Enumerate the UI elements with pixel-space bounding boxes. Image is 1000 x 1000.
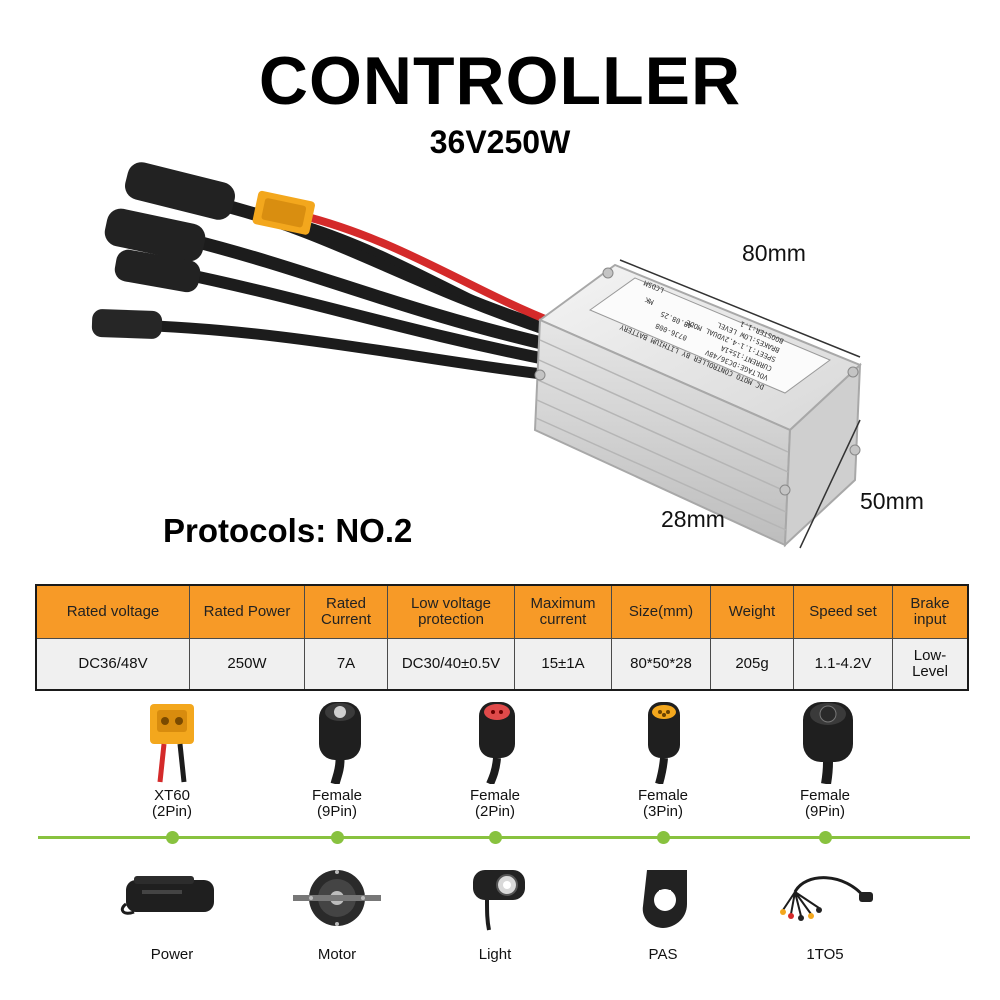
spec-header-cell: Size(mm) <box>611 584 711 639</box>
page-title: CONTROLLER <box>258 43 742 119</box>
connector-pins: (9Pin) <box>804 803 845 820</box>
spec-header-text: Low voltage protection <box>410 595 492 628</box>
spec-value-cell: 205g <box>710 638 794 691</box>
spec-value-cell: 1.1-4.2V <box>793 638 893 691</box>
connector-label-1to5: Female (9Pin) <box>755 788 895 820</box>
label-line-9: MK <box>643 295 655 306</box>
connector-name: Female <box>311 787 363 804</box>
female-9pin-large-connector-icon <box>803 702 853 784</box>
spec-header-cell: Low voltage protection <box>387 584 515 639</box>
connector-pins: (3Pin) <box>642 803 683 820</box>
connector-name: Female <box>637 787 689 804</box>
xt60-connector-icon <box>150 704 194 783</box>
connector-label-xt60: XT60 (2Pin) <box>102 788 242 820</box>
connector-pins: (9Pin) <box>316 803 357 820</box>
device-label-pas: PAS <box>648 946 678 963</box>
device-label-motor: Motor <box>317 946 357 963</box>
spec-header-cell: Maximum current <box>514 584 612 639</box>
timeline-dot <box>166 831 179 844</box>
device-label-power: Power <box>150 946 194 963</box>
spec-header-cell: Rated voltage <box>35 584 190 639</box>
dimension-height: 50mm <box>860 488 924 514</box>
spec-value-row: DC36/48V 250W 7A DC30/40±0.5V 15±1A 80*5… <box>35 638 969 691</box>
1to5-cable-icon <box>780 876 873 921</box>
device-label-1to5: 1TO5 <box>806 946 844 963</box>
battery-icon <box>120 876 214 915</box>
pas-sensor-icon <box>642 870 687 928</box>
spec-header-cell: Weight <box>710 584 794 639</box>
connector-name: Female <box>469 787 521 804</box>
controller-box: DC MOTO CONTROLLER BY LITHIUM BATTERY VO… <box>533 263 862 548</box>
spec-value-cell: 15±1A <box>514 638 612 691</box>
hub-motor-icon <box>293 870 381 926</box>
spec-value-cell: 7A <box>304 638 388 691</box>
female-2pin-connector-icon <box>479 702 515 784</box>
cable-end-connectors <box>91 162 315 339</box>
spec-table: Rated voltage Rated Power Rated Current … <box>35 584 969 691</box>
connector-name: Female <box>799 787 851 804</box>
female-3pin-connector-icon <box>648 702 680 784</box>
connector-name: XT60 <box>154 787 190 804</box>
headlight-icon <box>473 870 525 931</box>
dimension-length: 80mm <box>742 240 806 266</box>
device-label-light: Light <box>478 946 512 963</box>
spec-header-cell: Rated Current <box>304 584 388 639</box>
spec-header-text: Rated Current <box>320 595 372 628</box>
spec-value-cell: DC30/40±0.5V <box>387 638 515 691</box>
female-9pin-connector-icon <box>319 702 361 784</box>
protocols-label: Protocols: NO.2 <box>163 512 413 549</box>
spec-value-cell: 250W <box>189 638 305 691</box>
connector-pins: (2Pin) <box>474 803 515 820</box>
spec-value-cell: 80*50*28 <box>611 638 711 691</box>
spec-header-cell: Brake input <box>892 584 969 639</box>
timeline-dot <box>819 831 832 844</box>
connector-label-motor: Female (9Pin) <box>267 788 407 820</box>
connector-label-pas: Female (3Pin) <box>593 788 733 820</box>
timeline-dot <box>489 831 502 844</box>
spec-header-text: Maximum current <box>530 595 596 628</box>
cable-bundle <box>124 195 559 381</box>
spec-header-cell: Rated Power <box>189 584 305 639</box>
timeline-dot <box>331 831 344 844</box>
connector-label-light: Female (2Pin) <box>425 788 565 820</box>
spec-value-cell: DC36/48V <box>35 638 190 691</box>
spec-value-cell: Low-Level <box>892 638 969 691</box>
spec-header-row: Rated voltage Rated Power Rated Current … <box>35 584 969 639</box>
page-subtitle: 36V250W <box>429 124 571 160</box>
controller-product-image: DC MOTO CONTROLLER BY LITHIUM BATTERY VO… <box>91 162 862 549</box>
connector-pins: (2Pin) <box>151 803 192 820</box>
connection-timeline <box>38 836 970 839</box>
dimension-lines <box>619 259 861 549</box>
spec-header-cell: Speed set <box>793 584 893 639</box>
dimension-depth: 28mm <box>661 506 725 532</box>
timeline-dot <box>657 831 670 844</box>
